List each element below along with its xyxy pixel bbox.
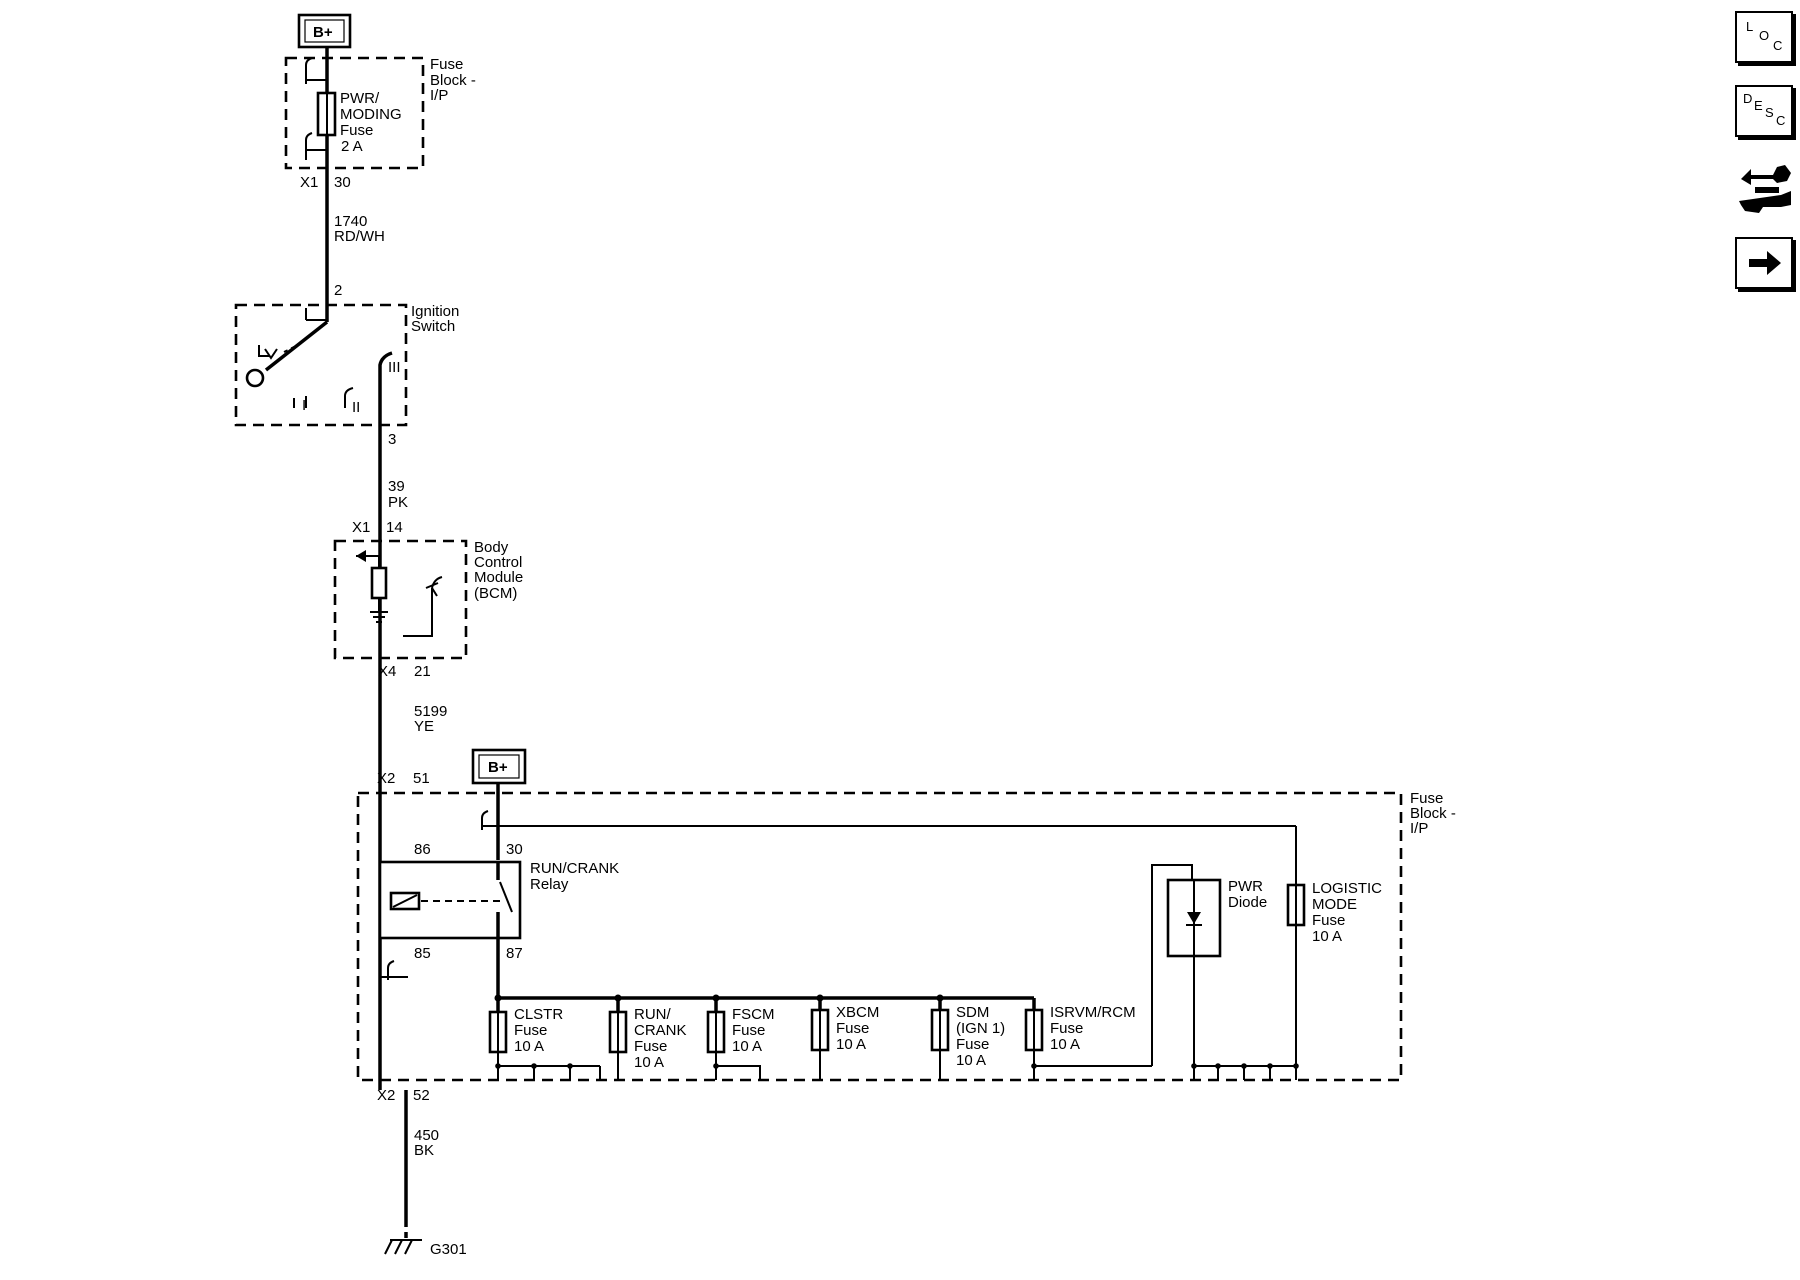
conn-x1-top: X1 <box>300 174 318 191</box>
svg-text:B+: B+ <box>313 24 333 41</box>
pin-14: 14 <box>386 519 403 536</box>
connector-tool-icon <box>1739 165 1791 213</box>
locator-icon: L O C <box>1746 19 1783 53</box>
pin-3: 3 <box>388 431 396 448</box>
description-icon: D E S C <box>1743 91 1786 128</box>
fuse-run-crank-label: RUN/ CRANK Fuse 10 A <box>634 1006 691 1071</box>
ignition-switch-label: Ignition Switch <box>411 303 464 335</box>
fuse-isrvm-rcm-label: ISRVM/RCM Fuse 10 A <box>1050 1004 1140 1053</box>
next-button[interactable] <box>1735 237 1793 289</box>
fuse-block-top-outline <box>284 56 425 170</box>
relay-label: RUN/CRANK Relay <box>530 860 623 893</box>
bcm-output-switch <box>403 582 439 637</box>
relay-pin-86: 86 <box>414 841 431 858</box>
locator-button[interactable]: L O C <box>1735 11 1793 63</box>
bcm-label: Body Control Module (BCM) <box>474 539 527 602</box>
fuse-fscm-label: FSCM Fuse 10 A <box>732 1006 779 1055</box>
pwr-moding-fuse-label: PWR/ MODING Fuse 2 A <box>340 90 406 155</box>
ground-icon <box>370 598 388 623</box>
wire-5199-label: 5199 YE <box>414 703 452 735</box>
pin-2: 2 <box>334 282 342 299</box>
relay-pin-30: 30 <box>506 841 523 858</box>
pin-51: 51 <box>413 770 430 787</box>
wire-39-label: 39 PK <box>388 478 409 511</box>
conn-x4: X4 <box>378 663 396 680</box>
fuse-xbcm-label: XBCM Fuse 10 A <box>836 1004 884 1053</box>
pin-30-top: 30 <box>334 174 351 191</box>
ign-pos-3: III <box>388 359 401 376</box>
relay-pin-87: 87 <box>506 945 523 962</box>
fuse-sdm-label: SDM (IGN 1) Fuse 10 A <box>956 1004 1009 1069</box>
logistic-mode-fuse-label: LOGISTIC MODE Fuse 10 A <box>1312 880 1386 945</box>
ground-label: G301 <box>430 1241 467 1258</box>
svg-text:B+: B+ <box>488 759 508 776</box>
pwr-diode-label: PWR Diode <box>1228 878 1267 911</box>
relay-contact <box>499 881 513 913</box>
junction-dots <box>494 994 1299 1069</box>
conn-x2-bottom: X2 <box>377 1087 395 1104</box>
relay-pin-85: 85 <box>414 945 431 962</box>
bcm-outline <box>333 539 468 660</box>
ign-pos-2: II <box>352 399 360 416</box>
bplus-top: B+ <box>297 13 352 49</box>
conn-x1-bcm: X1 <box>352 519 370 536</box>
pin-21: 21 <box>414 663 431 680</box>
pulldown-resistor <box>370 566 388 600</box>
chassis-ground-icon <box>384 1239 422 1255</box>
conn-x2-top: X2 <box>377 770 395 787</box>
fuse-clstr-label: CLSTR Fuse 10 A <box>514 1006 567 1055</box>
wire-450-label: 450 BK <box>414 1127 443 1159</box>
ignition-key-pivot <box>245 368 265 388</box>
connector-tool-button[interactable] <box>1733 155 1795 215</box>
pin-52: 52 <box>413 1087 430 1104</box>
ignition-switch-blade <box>264 320 329 372</box>
fuse-block-top-label: Fuse Block - I/P <box>430 56 480 104</box>
description-button[interactable]: D E S C <box>1735 85 1793 137</box>
ign-pos-1: I <box>302 397 306 414</box>
fuse-block-bottom-label: Fuse Block - I/P <box>1410 790 1460 837</box>
next-arrow-icon <box>1749 251 1781 275</box>
wire-1740-label: 1740 RD/WH <box>334 213 385 245</box>
diode-icon <box>1187 912 1201 924</box>
bplus-relay: B+ <box>471 748 527 785</box>
key-icon <box>258 345 278 360</box>
